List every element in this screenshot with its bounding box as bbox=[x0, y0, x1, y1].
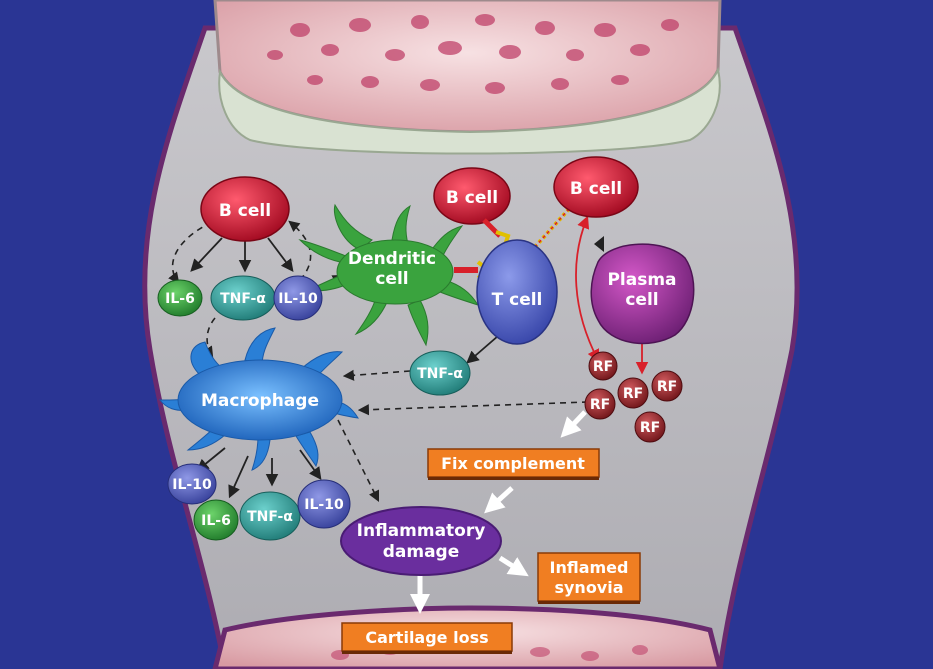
bone-top-pores bbox=[267, 14, 679, 94]
il10-top: IL-10 bbox=[273, 275, 323, 321]
plasma-label-line1: Plasma bbox=[607, 270, 676, 290]
rf-particle-4: RF bbox=[584, 388, 616, 420]
il10-top-label: IL-10 bbox=[278, 291, 318, 307]
dendritic-cell: Dendritic cell bbox=[298, 203, 480, 347]
macrophage-label: Macrophage bbox=[201, 391, 319, 411]
dendritic-label-line1: Dendritic bbox=[348, 249, 436, 269]
b-cell-middle-label: B cell bbox=[446, 188, 498, 208]
b-cell-middle: B cell bbox=[433, 167, 511, 225]
cartilage-loss-label: Cartilage loss bbox=[365, 628, 488, 647]
t-cell-label: T cell bbox=[492, 290, 543, 310]
rf-label-3: RF bbox=[657, 379, 677, 395]
inflammatory-damage: Inflammatory damage bbox=[340, 506, 502, 576]
inflamed-label-line2: synovia bbox=[554, 578, 623, 597]
tnf-low-label: TNF-α bbox=[247, 509, 293, 525]
rf-label-5: RF bbox=[640, 420, 660, 436]
il10-low-right-label: IL-10 bbox=[304, 497, 344, 513]
macrophage: Macrophage bbox=[158, 327, 359, 471]
b-cell-left-label: B cell bbox=[219, 201, 271, 221]
rf-cluster: RF RF RF RF RF bbox=[584, 351, 683, 443]
il10-low-right: IL-10 bbox=[297, 479, 351, 529]
il6-low: IL-6 bbox=[193, 499, 239, 541]
inflamed-synovia-box: Inflamed synovia bbox=[537, 552, 641, 604]
inflammatory-label-line2: damage bbox=[383, 542, 460, 562]
rf-particle-2: RF bbox=[617, 377, 649, 409]
fix-complement-label: Fix complement bbox=[441, 454, 585, 473]
b-cell-right: B cell bbox=[553, 156, 639, 218]
il10-low-left: IL-10 bbox=[167, 463, 217, 505]
tnf-mid: TNF-α bbox=[409, 350, 471, 396]
white-arrows bbox=[410, 410, 587, 614]
inflammatory-label-line1: Inflammatory bbox=[357, 521, 486, 541]
fix-complement-box: Fix complement bbox=[427, 448, 600, 480]
t-cell: T cell bbox=[476, 239, 558, 345]
tnf-low: TNF-α bbox=[239, 491, 301, 541]
il10-low-left-label: IL-10 bbox=[172, 477, 212, 493]
rf-particle-3: RF bbox=[651, 370, 683, 402]
il6-top: IL-6 bbox=[157, 279, 203, 317]
cartilage-loss-box: Cartilage loss bbox=[341, 622, 513, 654]
plasma-cell: Plasma cell bbox=[590, 243, 695, 345]
b-cell-left: B cell bbox=[200, 176, 290, 242]
rf-label-1: RF bbox=[593, 359, 613, 375]
plasma-label-line2: cell bbox=[625, 290, 658, 310]
il6-top-label: IL-6 bbox=[165, 291, 195, 307]
tnf-top: TNF-α bbox=[210, 275, 276, 321]
rf-label-2: RF bbox=[623, 386, 643, 402]
tnf-mid-label: TNF-α bbox=[417, 366, 463, 382]
rf-particle-5: RF bbox=[634, 411, 666, 443]
il6-low-label: IL-6 bbox=[201, 513, 231, 529]
tnf-top-label: TNF-α bbox=[220, 291, 266, 307]
rf-particle-1: RF bbox=[588, 351, 618, 381]
cartilage-top bbox=[218, 66, 721, 155]
dendritic-label-line2: cell bbox=[375, 269, 408, 289]
inflamed-label-line1: Inflamed bbox=[550, 558, 629, 577]
rf-label-4: RF bbox=[590, 397, 610, 413]
b-cell-right-label: B cell bbox=[570, 179, 622, 199]
